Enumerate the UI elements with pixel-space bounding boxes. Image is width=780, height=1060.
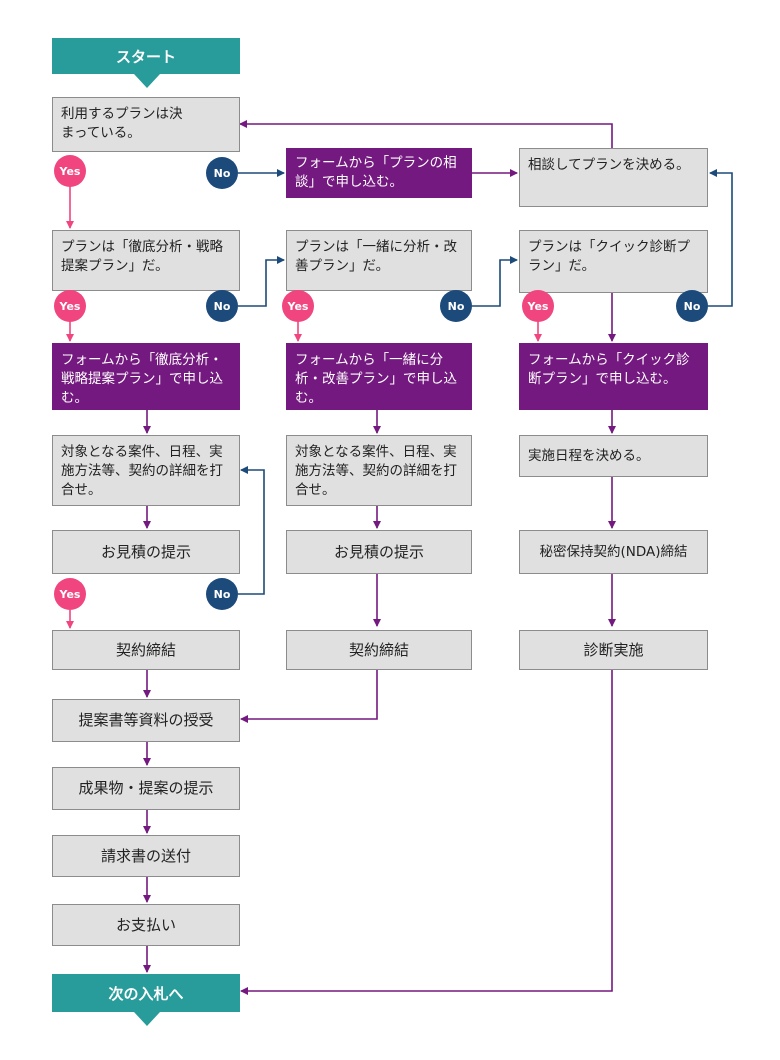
consult-and-decide: 相談してプランを決める。 [519,148,708,207]
nda-step: 秘密保持契約(NDA)締結 [519,530,708,574]
arrow-m-to-docs [240,670,378,723]
quote-step: お見積の提示 [52,530,240,574]
end-chevron [134,1012,160,1026]
no-badge-thorough: No [206,290,238,322]
no-arrow-retry [708,169,733,307]
apply-thorough-plan: フォームから「徹底分析・戦略提案プラン」で申し込む。 [52,343,240,410]
start-chevron [134,74,160,88]
question-plan-decided: 利用するプランは決まっている。 [52,97,240,152]
apply-improve-plan: フォームから「一緒に分析・改善プラン」で申し込む。 [286,343,472,410]
question-thorough-plan: プランは「徹底分析・戦略提案プラン」だ。 [52,230,240,291]
contract-step: 契約締結 [52,630,240,670]
receive-documents-step: 提案書等資料の授受 [52,699,240,742]
yes-badge-thorough: Yes [54,290,86,322]
no-arrow-improve [238,256,285,307]
no-badge-plan-decided: No [206,157,238,189]
contract-step-middle: 契約締結 [286,630,472,670]
discuss-contract-details: 対象となる案件、日程、実施方法等、契約の詳細を打合せ。 [52,435,240,506]
apply-plan-consultation: フォームから「プランの相談」で申し込む。 [286,148,472,198]
end-banner: 次の入札へ [52,974,240,1012]
discuss-contract-details-middle: 対象となる案件、日程、実施方法等、契約の詳細を打合せ。 [286,435,472,506]
no-arrow-quick [472,256,518,307]
diagnosis-step: 診断実施 [519,630,708,670]
set-schedule: 実施日程を決める。 [519,435,708,477]
no-badge-improve: No [440,290,472,322]
question-quick-plan: プランは「クイック診断プラン」だ。 [519,230,708,293]
quote-step-middle: お見積の提示 [286,530,472,574]
start-banner: スタート [52,38,240,74]
no-badge-quick: No [676,290,708,322]
yes-badge-quick: Yes [522,290,554,322]
question-improve-plan: プランは「一緒に分析・改善プラン」だ。 [286,230,472,291]
no-arrow-requote [238,466,265,595]
yes-badge-improve: Yes [282,290,314,322]
yes-badge-plan-decided: Yes [54,155,86,187]
apply-quick-plan: フォームから「クイック診断プラン」で申し込む。 [519,343,708,410]
invoice-step: 請求書の送付 [52,835,240,877]
yes-badge-quote: Yes [54,578,86,610]
arrow-r-to-end [240,670,613,995]
payment-step: お支払い [52,904,240,946]
no-badge-quote: No [206,578,238,610]
deliverables-step: 成果物・提案の提示 [52,767,240,810]
